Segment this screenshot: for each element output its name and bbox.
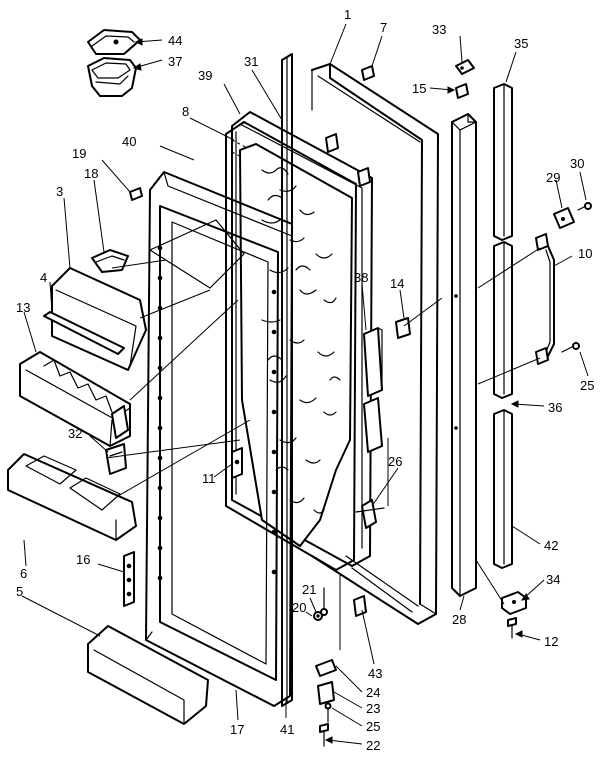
callout-42: 42	[544, 538, 558, 553]
part-6-tray	[7, 453, 137, 541]
callout-6: 6	[20, 566, 27, 581]
part-15-stop	[455, 83, 469, 99]
part-38-block-lower	[363, 397, 383, 453]
callout-30: 30	[570, 156, 584, 171]
callout-37: 37	[168, 54, 182, 69]
callout-39: 39	[198, 68, 212, 83]
callout-13: 13	[16, 300, 30, 315]
part-32-bracket	[105, 443, 127, 475]
part-30-screw	[577, 202, 592, 211]
callout-35: 35	[514, 36, 528, 51]
part-14-clip	[395, 317, 411, 339]
callout-1: 1	[344, 7, 351, 22]
part-31-insulation-layer	[231, 111, 373, 567]
callout-22: 22	[366, 738, 380, 753]
part-18-small-cup	[91, 249, 129, 273]
callout-26: 26	[388, 454, 402, 469]
part-36-middle-strip	[493, 241, 513, 399]
callout-4: 4	[40, 270, 47, 285]
part-21-pin	[320, 587, 328, 616]
callout-34: 34	[546, 572, 560, 587]
part-34-hinge	[501, 591, 527, 615]
callout-25-bottom: 25	[366, 719, 380, 734]
part-7-clip	[361, 65, 375, 81]
callout-43: 43	[368, 666, 382, 681]
part-4-shelf-rail	[43, 311, 125, 355]
part-5-bottom-bin	[87, 625, 209, 725]
assembly-guide-lines	[105, 247, 541, 650]
part-40-inner-door-liner	[145, 171, 293, 707]
callout-38: 38	[354, 270, 368, 285]
part-33-bracket	[455, 59, 475, 75]
callout-28: 28	[452, 612, 466, 627]
callout-44: 44	[168, 33, 182, 48]
callout-21: 21	[302, 582, 316, 597]
callout-41: 41	[280, 722, 294, 737]
callout-leaders	[21, 23, 589, 745]
callout-20: 20	[292, 600, 306, 615]
part-28-vertical-channel	[451, 113, 477, 597]
part-16-hinge-plate	[123, 551, 135, 607]
callout-40: 40	[122, 134, 136, 149]
part-20-washer	[313, 611, 323, 621]
callout-36: 36	[548, 400, 562, 415]
part-25b-screw	[324, 702, 332, 723]
part-37-cup	[87, 57, 137, 97]
part-25-screw	[561, 342, 580, 353]
part-41-trim-strip	[281, 53, 293, 707]
part-42-lower-strip	[493, 409, 513, 569]
callout-7: 7	[380, 20, 387, 35]
callout-14: 14	[390, 276, 404, 291]
callout-5: 5	[16, 584, 23, 599]
part-38-block-upper	[363, 327, 383, 397]
callout-23: 23	[366, 701, 380, 716]
part-8-foam-insulation	[239, 143, 353, 547]
part-1-outer-door-panel	[311, 63, 439, 625]
part-11-latch	[231, 447, 243, 479]
callout-17: 17	[230, 722, 244, 737]
part-22-screw	[319, 723, 329, 747]
callout-31: 31	[244, 54, 258, 69]
callout-labels: 44 37 1 7 33 35 15 31 39 8 40 19 18 3 4 …	[16, 7, 594, 753]
callout-8: 8	[182, 104, 189, 119]
callout-3: 3	[56, 184, 63, 199]
callout-15: 15	[412, 81, 426, 96]
callout-32: 32	[68, 426, 82, 441]
callout-16: 16	[76, 552, 90, 567]
part-24-hinge-plate	[315, 659, 337, 677]
callout-19: 19	[72, 146, 86, 161]
callout-10: 10	[578, 246, 592, 261]
part-44-cap	[87, 29, 141, 55]
callout-18: 18	[84, 166, 98, 181]
part-23-hinge-block	[317, 681, 335, 705]
part-19-screw	[129, 187, 143, 201]
part-12-screw	[507, 617, 517, 639]
callout-24: 24	[366, 685, 380, 700]
part-43-cap	[353, 595, 367, 617]
callout-33: 33	[432, 22, 446, 37]
callout-29: 29	[546, 170, 560, 185]
part-10-handle	[535, 233, 555, 365]
part-13-bin-shelf	[19, 351, 131, 447]
panel-cam-fasteners	[325, 133, 371, 187]
callout-12: 12	[544, 634, 558, 649]
part-35-upper-strip	[493, 83, 513, 241]
callout-11: 11	[202, 471, 216, 486]
callout-25: 25	[580, 378, 594, 393]
part-26-bracket	[355, 499, 385, 529]
part-29-mount	[553, 207, 575, 229]
